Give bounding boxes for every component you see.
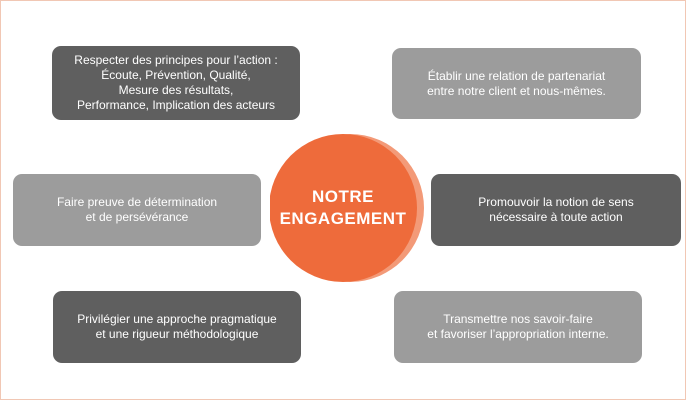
box-savoir-faire-line-2: et favoriser l’appropriation interne. xyxy=(427,327,609,341)
box-principes-line-4: Performance, Implication des acteurs xyxy=(76,98,276,112)
box-sens-line-1: Promouvoir la notion de sens xyxy=(478,195,634,209)
center-circle-graphic xyxy=(270,134,424,282)
box-savoir-faire: Transmettre nos savoir-faire et favorise… xyxy=(394,291,642,363)
center-title: NOTRE ENGAGEMENT xyxy=(270,134,416,282)
center-circle xyxy=(270,134,424,282)
box-sens-text: Promouvoir la notion de sens nécessaire … xyxy=(478,195,633,225)
box-pragmatique-line-1: Privilégier une approche pragmatique xyxy=(77,312,277,326)
box-savoir-faire-line-1: Transmettre nos savoir-faire xyxy=(443,312,593,326)
center-title-line-2: ENGAGEMENT xyxy=(279,209,407,228)
box-partenariat-line-1: Établir une relation de partenariat xyxy=(427,68,606,83)
box-determination-line-2: et de persévérance xyxy=(85,210,189,224)
box-pragmatique-line-2: et une rigueur méthodologique xyxy=(95,327,259,341)
box-principes-line-3: Mesure des résultats, xyxy=(118,83,234,97)
box-determination: Faire preuve de détermination et de pers… xyxy=(13,174,261,246)
circle-front xyxy=(270,134,417,282)
box-determination-line-1: Faire preuve de détermination xyxy=(56,195,218,209)
box-pragmatique-text: Privilégier une approche pragmatique et … xyxy=(77,312,276,342)
box-pragmatique: Privilégier une approche pragmatique et … xyxy=(53,291,301,363)
box-savoir-faire-text: Transmettre nos savoir-faire et favorise… xyxy=(427,312,608,342)
box-partenariat-text: Établir une relation de partenariat entr… xyxy=(427,69,606,99)
box-principes: Respecter des principes pour l’action : … xyxy=(52,46,300,120)
center-title-line-1: NOTRE xyxy=(312,187,374,206)
box-partenariat-line-2: entre notre client et nous-mêmes. xyxy=(427,83,606,98)
box-principes-text: Respecter des principes pour l’action : … xyxy=(74,53,277,113)
box-sens-line-2: nécessaire à toute action xyxy=(489,210,623,224)
box-principes-line-2: Écoute, Prévention, Qualité, xyxy=(101,68,251,82)
box-partenariat: Établir une relation de partenariat entr… xyxy=(392,48,641,119)
box-determination-text: Faire preuve de détermination et de pers… xyxy=(57,195,217,225)
box-sens: Promouvoir la notion de sens nécessaire … xyxy=(431,174,681,246)
box-principes-line-1: Respecter des principes pour l’action : xyxy=(74,53,278,67)
